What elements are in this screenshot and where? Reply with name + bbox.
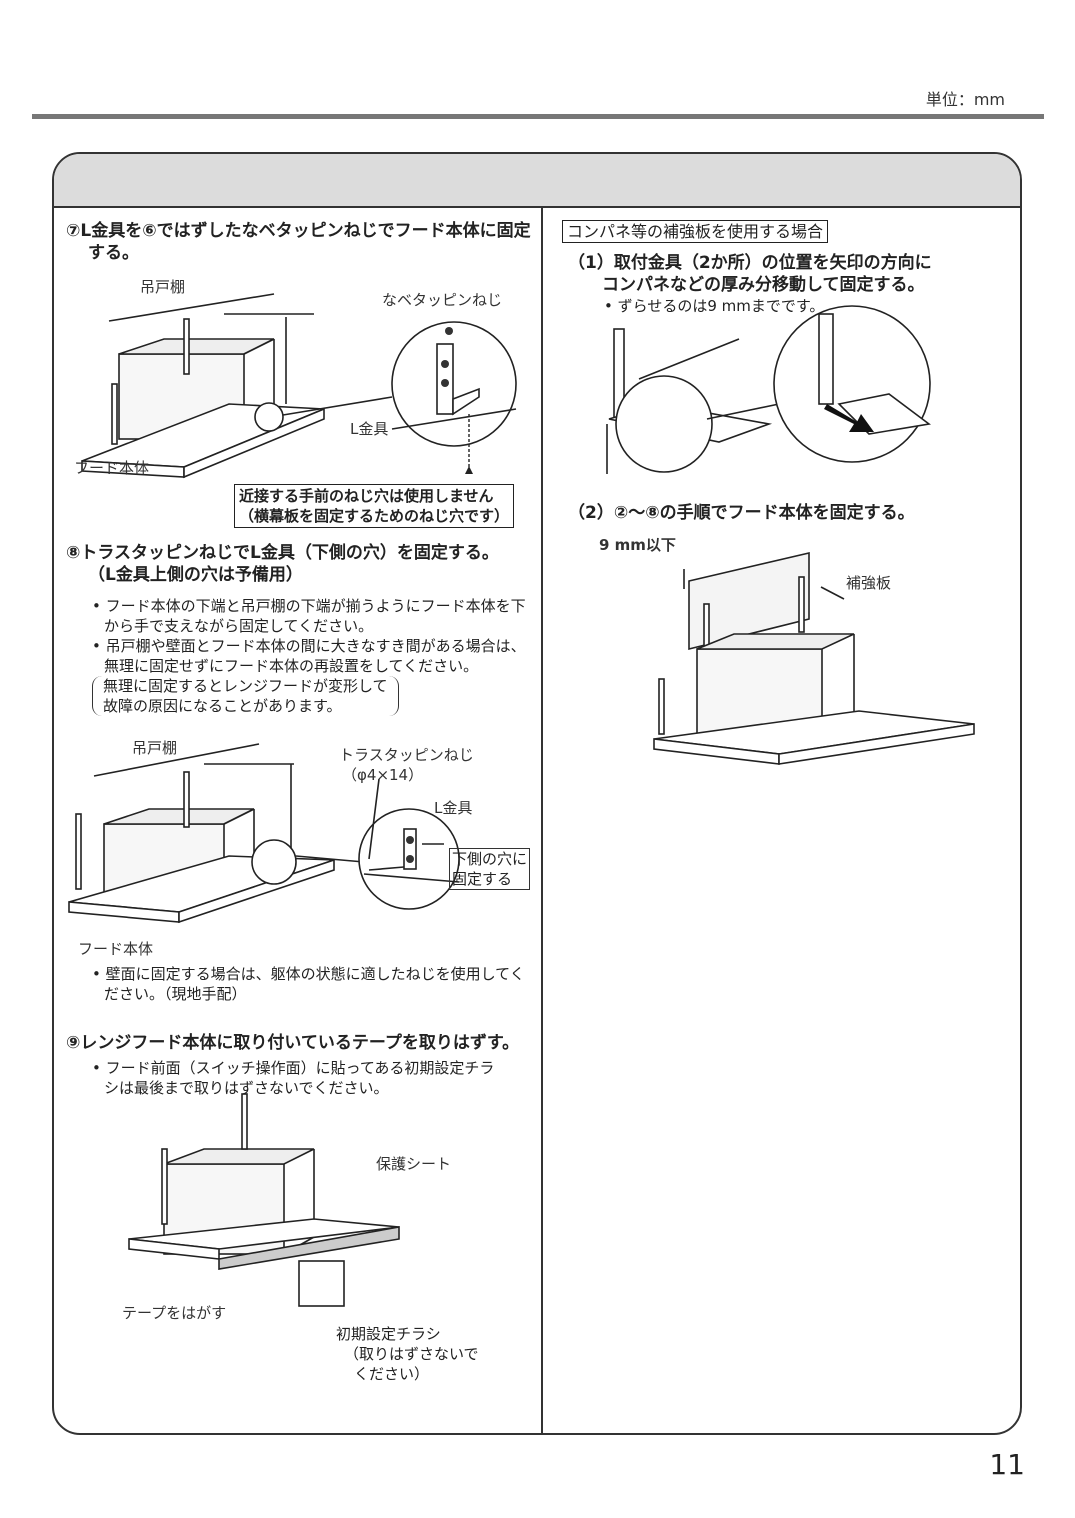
right-step1-title-2: コンパネなどの厚み分移動して固定する。 [602, 275, 925, 295]
unit-label: 単位：mm [925, 90, 1005, 109]
right-step1-bullet: • ずらせるのは9 mmまでです。 [604, 297, 825, 315]
column-divider [541, 208, 543, 1433]
header-rule [32, 114, 1044, 119]
label-board: 補強板 [846, 574, 892, 592]
label-protect-sheet: 保護シート [376, 1155, 452, 1173]
figure-tape-removal [128, 1093, 400, 1307]
figure-reinforcement-board [653, 551, 975, 765]
label-screw-1: なベタッピンねじ [382, 291, 503, 309]
panel-header [54, 154, 1020, 208]
note-line-1: 近接する手前のねじ穴は使用しません [239, 487, 494, 505]
label-screw-2: トラスタッピンねじ [339, 746, 474, 764]
page-number: 11 [989, 1448, 1025, 1481]
step9-bullet: • フード前面（スイッチ操作面）に貼ってある初期設定チラシは最後まで取りはずさな… [92, 1059, 495, 1097]
step8-bullet-1: • フード本体の下端と吊戸棚の下端が揃うようにフード本体を下から手で支えながら固… [92, 597, 526, 635]
step8-bullet-2: • 吊戸棚や壁面とフード本体の間に大きなすき間がある場合は、無理に固定せずにフー… [92, 637, 526, 675]
right-step2: （2）②〜⑧の手順でフード本体を固定する。 [568, 503, 915, 523]
step8: ⑧トラスタッピンねじでL金具（下側の穴）を固定する。 （L金具上側の穴は予備用）… [66, 542, 536, 716]
label-bracket-2: L金具 [434, 799, 473, 817]
figure-truss-screw-mount [68, 743, 460, 924]
figure-bracket-shift [606, 305, 931, 474]
step7-title: ⑦L金具を⑥ではずしたなベタッピンねじでフード本体に固定する。 [66, 221, 531, 263]
wall-note: • 壁面に固定する場合は、躯体の状態に適したねじを使用してください。（現地手配） [92, 965, 525, 1003]
step8-title-1: ⑧トラスタッピンねじでL金具（下側の穴）を固定する。 [66, 543, 499, 563]
label-bracket-1: L金具 [350, 420, 389, 438]
label-cabinet-2: 吊戸棚 [132, 739, 178, 757]
label-setup-flyer: 初期設定チラシ （取りはずさないで ください） [336, 1325, 479, 1383]
label-hood-1: フード本体 [74, 459, 150, 477]
right-step1: （1）取付金具（2か所）の位置を矢印の方向に コンパネなどの厚み分移動して固定す… [568, 252, 1008, 316]
note-screw-hole: 近接する手前のねじ穴は使用しません （横幕板を固定するためのねじ穴です） [234, 484, 515, 528]
step8-title-2: （L金具上側の穴は予備用） [88, 565, 303, 585]
label-hood-2: フード本体 [78, 940, 154, 958]
label-screw-size: （φ4×14） [342, 766, 424, 784]
right-step1-title-1: （1）取付金具（2か所）の位置を矢印の方向に [568, 253, 932, 273]
step8-caution: 無理に固定するとレンジフードが変形して 故障の原因になることがあります。 [92, 676, 399, 716]
step9: ⑨レンジフード本体に取り付いているテープを取りはずす。 • フード前面（スイッチ… [66, 1032, 541, 1098]
label-lower-hole: 下側の穴に 固定する [449, 848, 531, 890]
step9-title: ⑨レンジフード本体に取り付いているテープを取りはずす。 [66, 1033, 520, 1053]
instruction-panel: ⑦L金具を⑥ではずしたなベタッピンねじでフード本体に固定する。 [52, 152, 1022, 1435]
label-peel-tape: テープをはがす [122, 1304, 227, 1322]
label-cabinet-1: 吊戸棚 [140, 278, 186, 296]
label-gap: 9 mm以下 [599, 536, 676, 554]
section-title: コンパネ等の補強板を使用する場合 [562, 218, 829, 243]
figure-hood-bracket-mount [81, 293, 517, 479]
note-line-2: （横幕板を固定するためのねじ穴です） [239, 507, 510, 525]
